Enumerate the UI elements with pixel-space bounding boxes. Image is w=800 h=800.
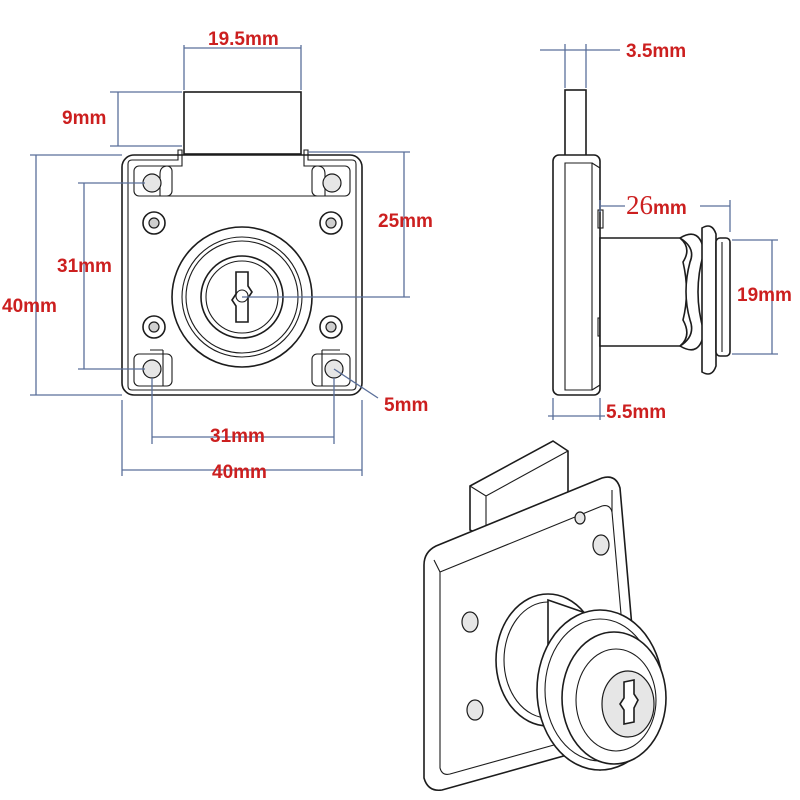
label-body-height: 40mm [2,296,57,317]
front-inner-contour [127,149,357,391]
front-corner-recess-tl [133,165,173,197]
dimension-lines [30,44,778,476]
front-rivet-br [319,315,343,339]
label-cylinder-diameter: 19mm [737,285,792,306]
label-bolt-height: 9mm [62,108,106,129]
label-bolt-thickness: 3.5mm [626,41,686,62]
front-rivet-tl [142,211,166,235]
front-corner-recess-br [311,353,351,387]
label-hole-spacing-vertical: 31mm [57,256,112,277]
iso-hole-4 [574,511,586,525]
side-cylinder-body [599,237,688,347]
iso-cylinder [495,593,667,771]
label-cylinder-length: 26mm [626,190,687,220]
side-bolt [564,89,587,159]
iso-hole-3 [466,699,484,721]
side-key-face [715,237,731,357]
front-hole-tl [142,173,162,193]
front-view [121,91,363,396]
labels: 19.5mm 9mm 25mm 31mm 40mm 5mm 31mm 40mm … [2,29,792,483]
side-view [552,89,731,396]
label-cylinder-length-number: 26 [626,190,653,220]
label-hole-spacing-horizontal: 31mm [210,426,265,447]
label-cylinder-offset: 25mm [378,211,433,232]
front-hole-bl [142,359,162,379]
front-rivet-tr [319,211,343,235]
label-plate-thickness: 5.5mm [606,402,666,423]
front-inner-edge [150,349,340,386]
side-flange [701,225,717,375]
iso-hole-2 [592,534,610,556]
front-corner-recess-tr [311,165,351,197]
label-bolt-width: 19.5mm [208,29,279,50]
label-body-width: 40mm [212,462,267,483]
iso-hole-1 [461,611,479,633]
side-plate [552,154,601,396]
front-hole-tr [322,173,342,193]
label-cylinder-length-unit: mm [653,198,687,219]
front-bolt [183,91,302,155]
iso-view [423,440,667,792]
front-rivet-bl [142,315,166,339]
front-corner-recess-bl [133,353,173,387]
iso-keyway [619,679,639,725]
label-hole-diameter: 5mm [384,395,428,416]
